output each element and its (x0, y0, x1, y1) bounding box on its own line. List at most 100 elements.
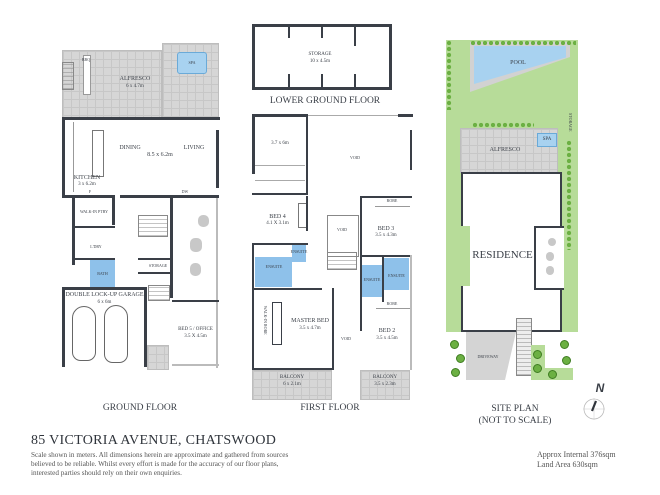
shrub-icon (548, 370, 557, 379)
pantry-wall-left (72, 195, 75, 265)
entry-porch (147, 345, 169, 370)
site-alfresco-label: ALFRESCO (489, 147, 521, 153)
ensuite-1-label: ENSUITE (265, 264, 283, 269)
gf-wall-right (216, 130, 219, 188)
site-plan-subtitle: (NOT TO SCALE) (478, 416, 552, 426)
residence-courtyard (534, 226, 564, 290)
ensuite-3 (362, 265, 382, 297)
site-stepping-stone (548, 238, 556, 246)
hedge-alfresco (472, 122, 534, 128)
kitchen-label: KITCHEN (73, 175, 101, 181)
site-stepping-stone (546, 252, 554, 261)
dishwasher-label: DW (181, 189, 189, 194)
robe-1 (375, 198, 410, 207)
spa-label: SPA (188, 60, 196, 65)
north-arrow-icon (583, 398, 605, 420)
residence-cutout-left (446, 226, 470, 286)
stepping-stone (198, 215, 209, 227)
bbq-label: BBQ (81, 57, 91, 62)
site-spa-label: SPA (542, 137, 552, 142)
site-storage-label: STORAGE (568, 113, 574, 132)
void-main-label: VOID (350, 155, 360, 160)
bbq-counter (83, 55, 91, 95)
ensuite-wall-top (252, 243, 308, 245)
ff-window-top (308, 115, 398, 116)
ensuite-2 (292, 245, 306, 262)
shrub-icon (533, 364, 542, 373)
driveway-label: DRIVEWAY (477, 354, 499, 359)
garage-size: 6 x 6m (97, 300, 112, 305)
land-area: Land Area 630sqm (537, 460, 598, 469)
bed3-wall-left (360, 196, 362, 331)
garage-label: DOUBLE LOCK-UP GARAGE (65, 292, 144, 298)
first-floor-title: FIRST FLOOR (300, 403, 360, 413)
ensuite-2-label: ENSUITE (290, 249, 308, 254)
gf-stair-wall (170, 198, 173, 298)
master-wall-right (332, 288, 334, 370)
site-path (516, 318, 532, 376)
storage-wall-bottom (138, 272, 173, 274)
car-coupe-icon (104, 305, 128, 363)
walk-in-robe (272, 302, 282, 345)
master-bed-size: 3.5 x 4.7m (299, 326, 321, 331)
pantry-wall-right (112, 195, 115, 225)
kitchen-island (92, 130, 104, 177)
bed2-size: 3.5 x 4.5m (376, 336, 398, 341)
pool-label: POOL (510, 60, 526, 66)
storage-wall-top (138, 258, 173, 260)
balcony-2 (360, 370, 410, 400)
fridge-label: F (88, 189, 92, 194)
robe-2-label: ROBE (386, 301, 398, 306)
master-wall-top (252, 288, 322, 290)
hedge-top (470, 40, 576, 46)
void-stair-label: VOID (337, 227, 347, 232)
bed3-wall-bottom (360, 255, 412, 257)
hedge-left (446, 40, 452, 110)
bed5-wall-bottom (172, 364, 219, 366)
living-label: LIVING (183, 145, 205, 151)
gf-wall-mid2 (120, 195, 219, 198)
garage-walls (62, 287, 147, 367)
ff-wall-left (252, 114, 255, 174)
property-title: 85 VICTORIA AVENUE, CHATSWOOD (31, 433, 277, 448)
alfresco-deck (62, 50, 162, 118)
lgf-divider (354, 24, 356, 46)
bed2-label: BED 2 (378, 328, 396, 334)
gf-wall-top (62, 117, 220, 120)
car-convertible-icon (72, 306, 96, 361)
laundry-label: L'DRY (90, 244, 102, 249)
shrub-icon (562, 356, 571, 365)
gf-staircase (138, 215, 168, 237)
dining-living-size: 8.5 x 6.2m (147, 152, 173, 158)
dining-label: DINING (119, 145, 141, 151)
shrub-icon (560, 340, 569, 349)
bed4-size: 4.1 X 3.1m (266, 221, 289, 226)
balcony-1-size: 6 x 2.1m (283, 382, 301, 387)
lgf-storage-label: STORAGE (308, 52, 332, 57)
site-plan-title: SITE PLAN (491, 404, 539, 414)
ensuite-1 (255, 257, 292, 287)
bath-room (90, 260, 115, 288)
balcony-1 (252, 370, 332, 400)
lower-ground-floor-title: LOWER GROUND FLOOR (269, 96, 381, 106)
gf-wall-mid (62, 195, 112, 198)
alfresco-steps (62, 62, 74, 90)
void-room-size: 3.7 x 6m (271, 141, 289, 146)
walk-in-pantry-label: WALK-IN PTRY (79, 209, 109, 214)
master-bed-label: MASTER BED (291, 318, 329, 324)
bed5-wall-top (172, 300, 219, 302)
balcony-2-label: BALCONY (372, 375, 398, 380)
void-rail (255, 165, 305, 166)
shrub-icon (533, 350, 542, 359)
void-mid-label: VOID (341, 336, 351, 341)
stepping-stone (190, 263, 201, 276)
lgf-divider (321, 24, 323, 38)
bed3-label: BED 3 (377, 226, 395, 232)
ff-wall-top-right (398, 114, 413, 117)
alfresco-size: 6 x 4.7m (126, 84, 144, 89)
shrub-icon (456, 354, 465, 363)
void-rail (255, 180, 305, 181)
ff-wall-left-lower (252, 245, 254, 370)
stepping-stone (190, 238, 202, 252)
ensuite-divider (382, 257, 384, 302)
